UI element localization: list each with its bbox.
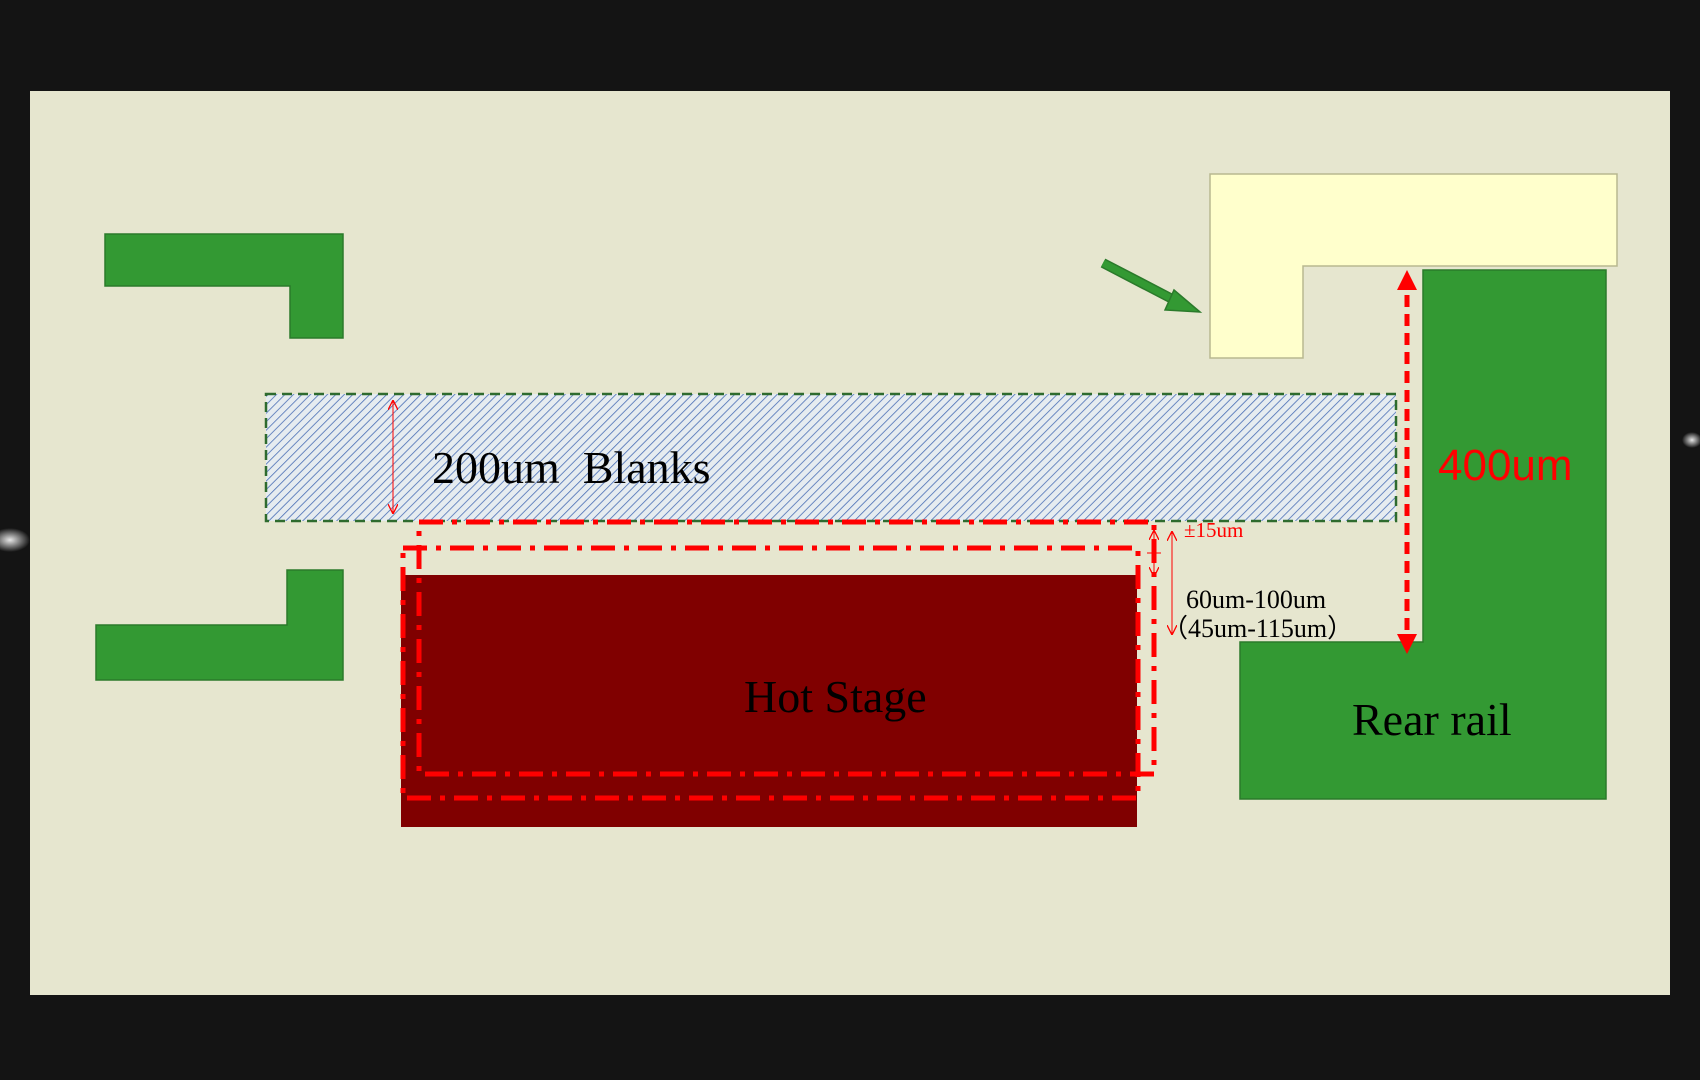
glow-left (0, 528, 30, 552)
blanks-band (264, 392, 1398, 523)
clamp-top-left (104, 233, 344, 339)
rear-rail (1239, 269, 1607, 800)
hot-stage-label: Hot Stage (744, 671, 927, 722)
stage-envelope-inner (416, 519, 1157, 777)
arrow-icon (1100, 258, 1203, 313)
gap-range-alt-label: （45um-115um） (1162, 614, 1353, 643)
top-holder (1209, 173, 1618, 359)
stage-envelope-outer (400, 545, 1141, 801)
tolerance-label: ±15um (1184, 518, 1243, 542)
gap-range-label: 60um-100um (1186, 585, 1326, 614)
rear-rail-label: Rear rail (1352, 694, 1512, 745)
clamp-bottom-left (95, 569, 344, 681)
hot-stage (401, 575, 1137, 827)
gap-400-label: 400um (1438, 441, 1573, 490)
glow-right (1682, 432, 1700, 448)
blanks-label: 200um Blanks (432, 442, 711, 493)
